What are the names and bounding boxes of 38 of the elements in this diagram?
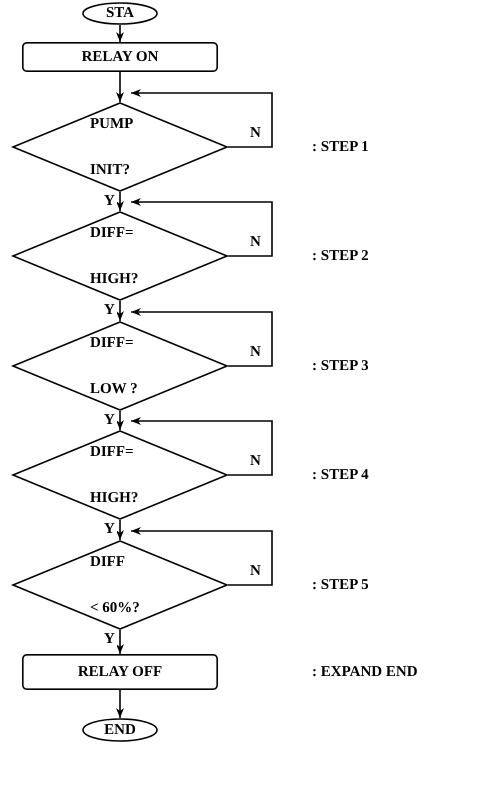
decision-diamond [12, 540, 228, 630]
decision-text: DIFF= LOW ? [90, 334, 138, 399]
decision-text: DIFF < 60%? [90, 553, 140, 618]
flow-arrow [131, 527, 273, 586]
flow-arrow [131, 198, 273, 257]
step-note: : STEP 2 [312, 247, 369, 266]
step-text: RELAY ON [80, 48, 160, 67]
process-box [22, 42, 218, 72]
decision-text: DIFF= HIGH? [90, 443, 138, 508]
decision-diamond [12, 321, 228, 411]
flow-arrow [116, 630, 124, 654]
step-text: END [103, 721, 137, 740]
flow-arrow [116, 192, 124, 211]
terminator-ellipse [82, 718, 158, 742]
step-note: : STEP 3 [312, 357, 369, 376]
flow-arrow [131, 89, 273, 148]
flow-arrow [131, 308, 273, 367]
flow-arrow [116, 520, 124, 540]
edge-label: Y [102, 631, 117, 647]
terminator-ellipse [82, 2, 158, 25]
decision-text: PUMP INIT? [90, 115, 134, 180]
flow-arrow [131, 417, 273, 476]
step-text: RELAY OFF [76, 663, 164, 682]
process-box [22, 654, 218, 690]
decision-diamond [12, 102, 228, 192]
flow-arrow [116, 690, 124, 718]
decision-diamond [12, 211, 228, 301]
step-text: STA [104, 4, 136, 23]
decision-text: DIFF= HIGH? [90, 224, 138, 289]
flow-arrow [116, 72, 124, 102]
step-note: : EXPAND END [312, 663, 418, 682]
step-note: : STEP 1 [312, 138, 369, 157]
step-note: : STEP 4 [312, 466, 369, 485]
flow-arrow [116, 301, 124, 321]
step-note: : STEP 5 [312, 576, 369, 595]
decision-diamond [12, 430, 228, 520]
flow-arrow [116, 25, 124, 42]
flow-arrow [116, 411, 124, 430]
